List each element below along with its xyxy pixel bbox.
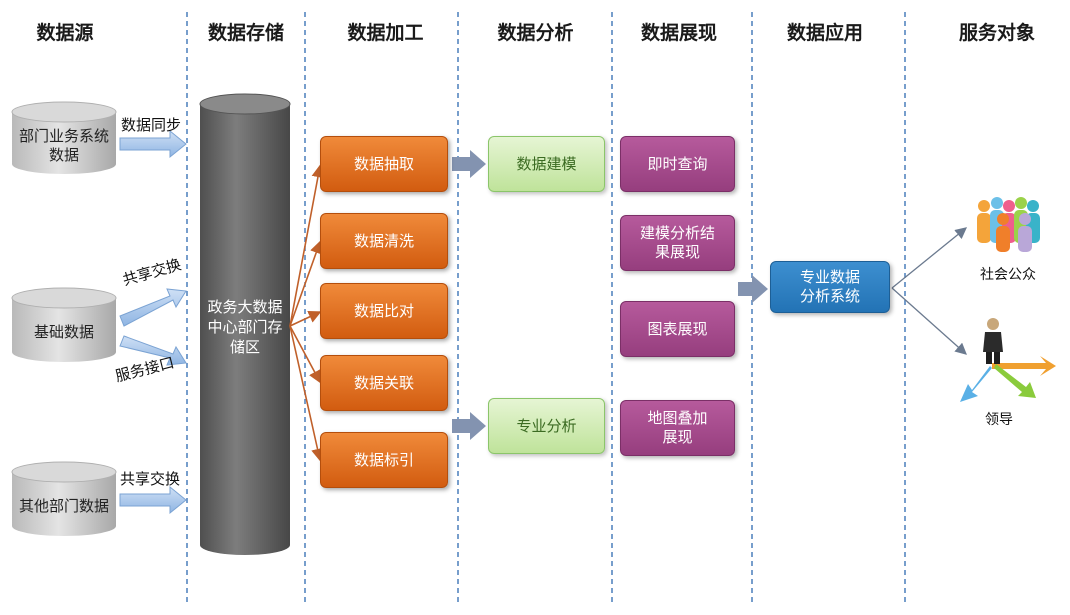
source-cylinder (11, 101, 117, 174)
column-title-data-application: 数据应用 (786, 22, 863, 44)
analysis-node-modeling: 数据建模 (488, 136, 605, 192)
to-analysis-arrow (452, 412, 486, 440)
connector-line (289, 240, 323, 327)
display-node-query: 即时查询 (620, 136, 735, 192)
process-node-compare: 数据比对 (320, 283, 448, 339)
application-node: 专业数据分析系统 (770, 261, 890, 313)
source-cylinder (11, 461, 117, 536)
source-label: 部门业务系统数据 (18, 127, 109, 164)
connector-line (289, 325, 324, 462)
process-node-link: 数据关联 (320, 355, 448, 411)
analysis-node-professional: 专业分析 (488, 398, 605, 454)
to-modeling-arrow (452, 150, 486, 178)
connector-line (289, 164, 325, 327)
column-title-data-source: 数据源 (36, 22, 94, 44)
exchange-arrow-up (119, 288, 187, 327)
storage-connectors (289, 164, 325, 462)
process-node-extract: 数据抽取 (320, 136, 448, 192)
sync-arrow (119, 129, 187, 159)
sync-arrow-label: 数据同步 (121, 116, 182, 134)
source-cylinder (11, 287, 117, 362)
column-title-data-analysis: 数据分析 (497, 22, 574, 44)
exchange-arrow-label: 共享交换 (120, 470, 181, 488)
column-title-data-storage: 数据存储 (207, 22, 284, 44)
storage-cylinder (199, 93, 291, 555)
to-application-arrow (738, 275, 768, 303)
service-arrow-down (119, 335, 187, 366)
target-label-public: 社会公众 (980, 267, 1036, 283)
exchange-arrow (119, 485, 187, 515)
column-title-data-processing: 数据加工 (347, 22, 424, 44)
target-label-leader: 领导 (985, 412, 1013, 428)
to-public-arrow (891, 227, 968, 289)
leader-icon (960, 318, 1056, 402)
process-node-clean: 数据清洗 (320, 213, 448, 269)
connector-line (289, 325, 321, 384)
process-node-index: 数据标引 (320, 432, 448, 488)
storage-label: 政务大数据中心部门存储区 (207, 298, 283, 356)
to-leader-arrow (891, 287, 967, 355)
source-label: 其他部门数据 (18, 496, 109, 515)
column-title-data-display: 数据展现 (640, 22, 717, 44)
connector-line (289, 310, 322, 327)
crowd-icon (977, 197, 1040, 252)
display-node-chart: 图表展现 (620, 301, 735, 357)
source-label: 基础数据 (33, 322, 94, 341)
display-node-map-overlay: 地图叠加展现 (620, 400, 735, 456)
column-title-service-target: 服务对象 (958, 22, 1035, 44)
display-node-model-result: 建模分析结果展现 (620, 215, 735, 271)
